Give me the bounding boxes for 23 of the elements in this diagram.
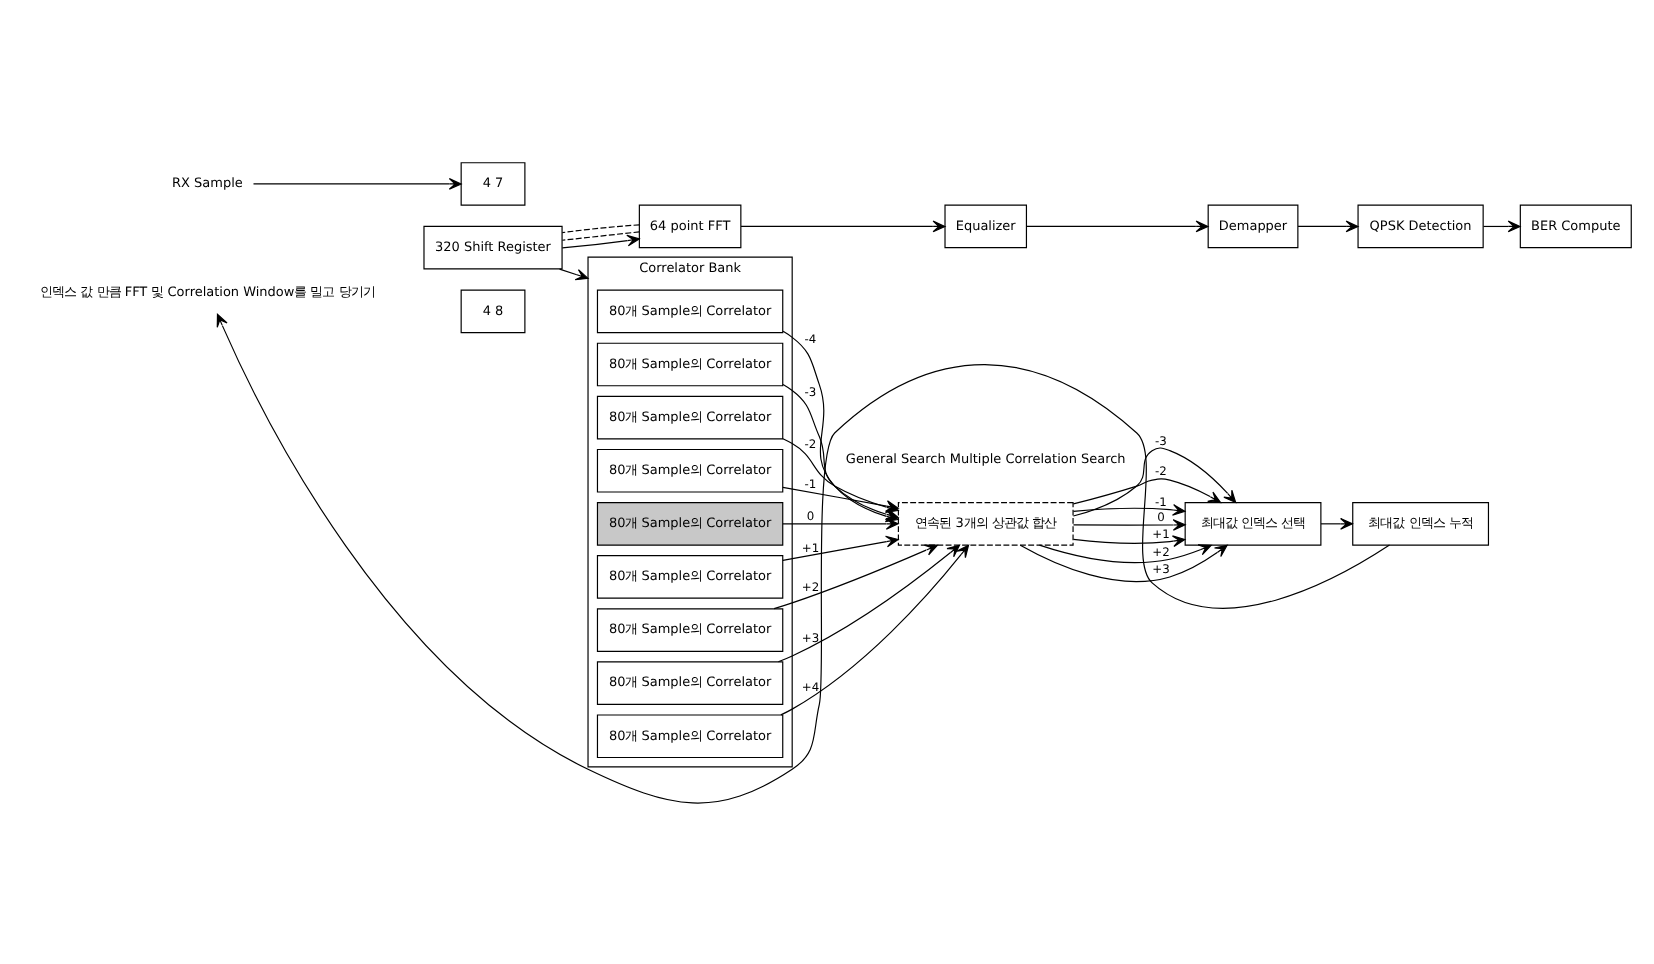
arrow <box>1320 516 1354 529</box>
arrow <box>252 177 462 189</box>
arrow <box>1482 219 1521 232</box>
arrow <box>773 543 938 609</box>
arrow <box>1072 446 1237 516</box>
arrow <box>780 543 970 715</box>
arrow <box>740 219 946 232</box>
arrow <box>1072 477 1222 504</box>
arrow <box>1026 219 1209 232</box>
arrow <box>1038 543 1212 563</box>
arrow <box>1072 503 1186 515</box>
arrow <box>777 543 961 662</box>
connector <box>561 223 640 233</box>
arrow <box>782 516 899 529</box>
arrow <box>1072 518 1186 530</box>
arrow <box>1297 219 1359 232</box>
arrow <box>561 233 640 248</box>
arrow <box>1019 543 1228 581</box>
connector <box>561 230 640 240</box>
arrow <box>782 534 899 560</box>
arrow <box>559 267 589 280</box>
arrow <box>216 312 1391 803</box>
arrow <box>1072 534 1186 546</box>
